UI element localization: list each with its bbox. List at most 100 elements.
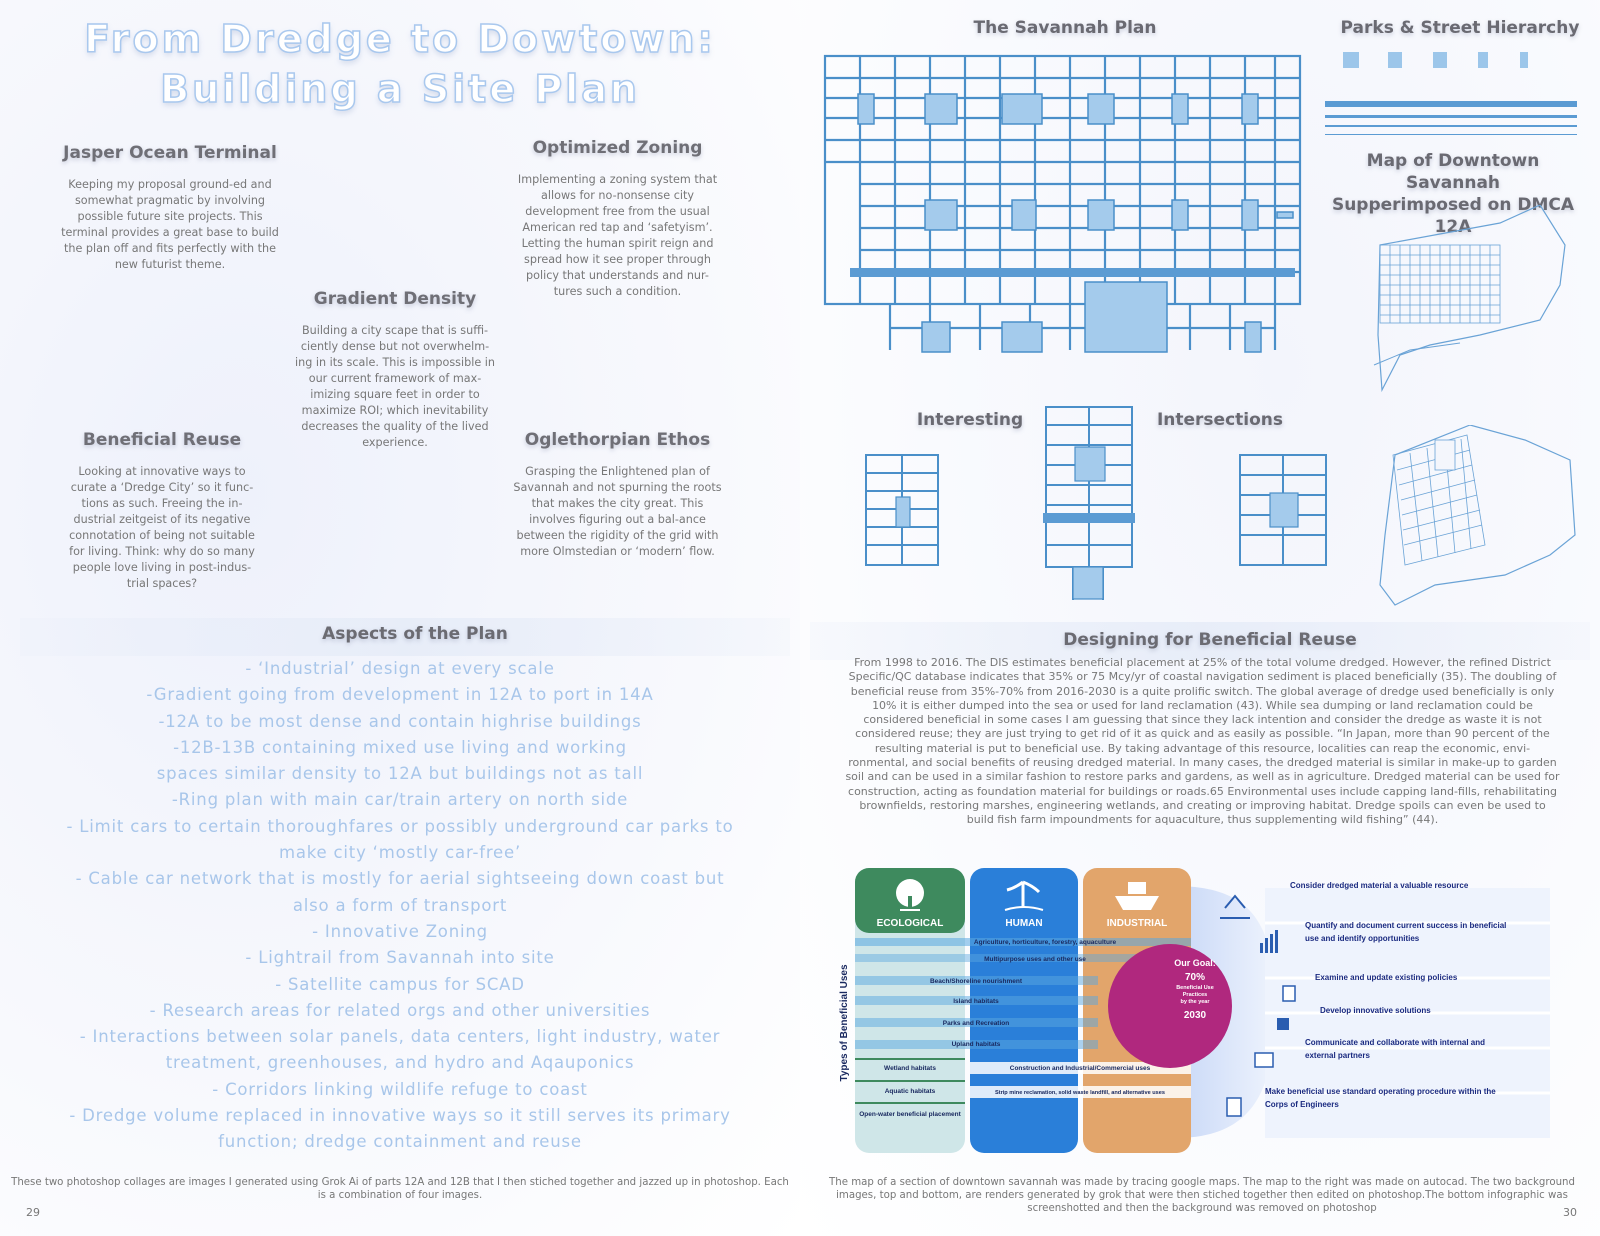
blurb-gradient-body: Building a city scape that is suffi-cien…: [295, 324, 495, 449]
use-label: Island habitats: [953, 998, 999, 1005]
action-text: Consider dredged material a valuable res…: [1290, 881, 1469, 890]
use-label: Wetland habitats: [884, 1065, 936, 1072]
blurb-reuse: Beneficial Reuse Looking at innovative w…: [62, 430, 262, 592]
puzzle-icon: [1277, 1018, 1289, 1030]
map-heading: Map of Downtown Savannah Supperimposed o…: [1318, 150, 1588, 238]
reuse-body-text: From 1998 to 2016. The DIS estimates ben…: [845, 656, 1560, 827]
use-label: Beach/Shoreline nourishment: [930, 978, 1023, 985]
goal-sub: by the year: [1180, 999, 1210, 1005]
left-page: From Dredge to Dowtown: Building a Site …: [0, 0, 800, 1236]
aspect-item: -Gradient going from development in 12A …: [146, 685, 654, 705]
document-icon: [1282, 985, 1296, 1002]
aspect-item: - Interactions between solar panels, dat…: [79, 1027, 721, 1047]
blurb-reuse-heading: Beneficial Reuse: [82, 430, 242, 450]
savannah-plan-heading: The Savannah Plan: [973, 18, 1157, 38]
action-text: Corps of Engineers: [1265, 1100, 1339, 1109]
recycle-icon: [1220, 894, 1250, 919]
hierarchy-heading: Parks & Street Hierarchy: [1340, 18, 1580, 38]
blurb-jasper-heading: Jasper Ocean Terminal: [63, 143, 277, 163]
aspect-item: - Dredge volume replaced in innovative w…: [69, 1106, 731, 1126]
aspects-band: [20, 618, 790, 656]
blurb-reuse-body: Looking at innovative ways to curate a ‘…: [69, 465, 255, 590]
aspect-item: spaces similar density to 12A but buildi…: [156, 764, 644, 784]
use-label: Multipurpose uses and other use: [984, 956, 1086, 963]
infographic-graphic: ECOLOGICAL HUMAN INDUSTRIAL Types of Ben…: [839, 868, 1550, 1153]
column-label-ecological: ECOLOGICAL: [877, 918, 944, 929]
action-text: use and identify opportunities: [1305, 934, 1420, 943]
right-page-number: 30: [1563, 1206, 1577, 1219]
blurb-zoning: Optimized Zoning Implementing a zoning s…: [515, 138, 720, 300]
palm-icon: [1004, 880, 1044, 911]
aspect-item: -12A to be most dense and contain highri…: [158, 711, 642, 731]
tree-icon: [896, 879, 924, 911]
use-label: Aquatic habitats: [885, 1088, 936, 1095]
axis-label: Types of Beneficial Uses: [839, 964, 850, 1082]
blurb-gradient: Gradient Density Building a city scape t…: [295, 289, 495, 451]
blurb-zoning-body: Implementing a zoning system that allows…: [517, 173, 718, 298]
beneficial-use-infographic: ECOLOGICAL HUMAN INDUSTRIAL Types of Ben…: [835, 868, 1555, 1153]
action-text: Communicate and collaborate with interna…: [1305, 1038, 1485, 1047]
bar-chart-icon: [1260, 930, 1278, 953]
reuse-heading: Designing for Beneficial Reuse: [1063, 630, 1357, 650]
reuse-band: [810, 622, 1590, 660]
action-text: Examine and update existing policies: [1315, 973, 1458, 982]
goal-title: Our Goal:: [1174, 958, 1216, 968]
aspect-item: - Lightrail from Savannah into site: [245, 948, 555, 968]
downtown-map-overlay: [1373, 205, 1566, 393]
blurb-jasper: Jasper Ocean Terminal Keeping my proposa…: [60, 143, 280, 273]
column-label-human: HUMAN: [1005, 918, 1042, 929]
aspect-item: -12B-13B containing mixed use living and…: [173, 737, 627, 757]
left-footnote: These two photoshop collages are images …: [11, 1177, 789, 1201]
action-text: Quantify and document current success in…: [1305, 921, 1506, 930]
action-text: external partners: [1305, 1051, 1370, 1060]
map-heading-line1: Map of Downtown Savannah: [1366, 151, 1540, 193]
aspect-item: also a form of transport: [292, 895, 508, 915]
blurb-zoning-heading: Optimized Zoning: [532, 138, 703, 158]
aspects-list: - ‘Industrial’ design at every scale -Gr…: [10, 656, 790, 1156]
aspects-heading: Aspects of the Plan: [322, 624, 508, 644]
use-label: Construction and Industrial/Commercial u…: [1010, 1065, 1151, 1072]
intersection-diagrams: [865, 406, 1327, 600]
action-text: Make beneficial use standard operating p…: [1265, 1087, 1496, 1096]
right-footnote: The map of a section of downtown savanna…: [829, 1177, 1575, 1214]
goal-sub: Beneficial Use: [1176, 985, 1214, 991]
column-label-industrial: INDUSTRIAL: [1107, 918, 1168, 929]
blurb-ethos: Oglethorpian Ethos Grasping the Enlighte…: [510, 430, 725, 560]
aspect-item: - Satellite campus for SCAD: [275, 974, 525, 994]
intersections-label: Intersections: [1156, 410, 1284, 430]
aspect-item: - Limit cars to certain thoroughfares or…: [66, 816, 734, 836]
page-title: From Dredge to Dowtown: Building a Site …: [83, 16, 716, 112]
savannah-plan-grid: [823, 54, 1302, 353]
map-heading-line2: Supperimposed on DMCA 12A: [1331, 195, 1575, 237]
use-label: Open-water beneficial placement: [859, 1111, 961, 1118]
aspect-item: - Corridors linking wildlife refuge to c…: [212, 1079, 588, 1099]
aspect-item: treatment, greenhouses, and hydro and Aq…: [165, 1053, 635, 1073]
use-label: Strip mine reclamation, solid waste land…: [995, 1090, 1165, 1096]
goal-sub: Practices: [1183, 992, 1207, 998]
blurb-jasper-body: Keeping my proposal ground-ed and somewh…: [61, 178, 279, 271]
interesting-label: Interesting: [916, 410, 1024, 430]
aspect-item: - ‘Industrial’ design at every scale: [245, 659, 555, 678]
use-label: Agriculture, horticulture, forestry, aqu…: [974, 939, 1117, 946]
aspect-item: - Research areas for related orgs and ot…: [149, 1000, 651, 1020]
aspect-item: - Cable car network that is mostly for a…: [75, 869, 725, 889]
blurb-ethos-heading: Oglethorpian Ethos: [524, 430, 711, 450]
clipboard-icon: [1226, 1097, 1242, 1117]
blurb-gradient-heading: Gradient Density: [313, 289, 477, 309]
street-hierarchy-legend: [1325, 52, 1577, 135]
left-page-number: 29: [26, 1206, 40, 1219]
blurb-ethos-body: Grasping the Enlightened plan of Savanna…: [513, 465, 722, 558]
aspect-item: -Ring plan with main car/train artery on…: [171, 790, 629, 810]
ship-icon: [1115, 882, 1159, 910]
use-label: Parks and Recreation: [943, 1020, 1010, 1027]
aspect-item: function; dredge containment and reuse: [218, 1132, 582, 1152]
monitor-icon: [1254, 1052, 1274, 1068]
action-text: Develop innovative solutions: [1320, 1006, 1431, 1015]
autocad-site-map: [1379, 425, 1576, 606]
aspect-item: make city ‘mostly car-free’: [279, 843, 521, 863]
aspect-item: - Innovative Zoning: [312, 921, 488, 941]
goal-value: 70%: [1185, 972, 1205, 983]
goal-year: 2030: [1184, 1010, 1207, 1021]
use-label: Upland habitats: [952, 1041, 1001, 1048]
